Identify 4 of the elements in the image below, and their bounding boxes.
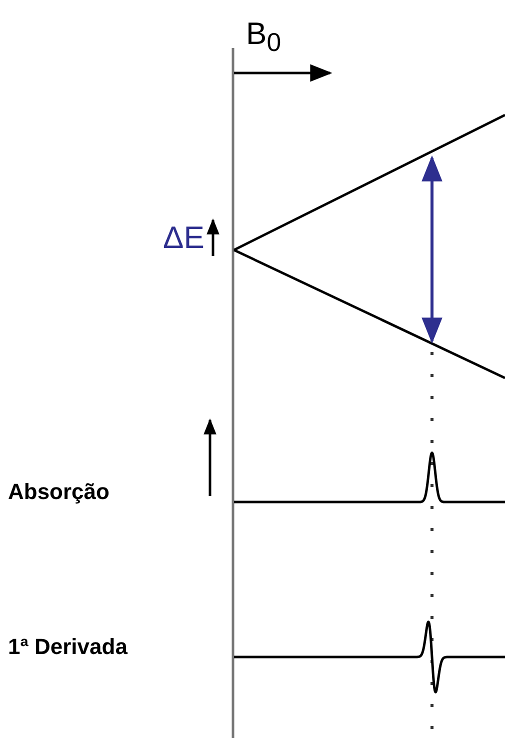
energy-gap-label: ΔE [163,222,204,253]
absorption-label: Absorção [8,481,110,503]
field-label: B$_{0}$ [246,18,282,58]
first-derivative-label: 1ª Derivada [8,636,128,658]
